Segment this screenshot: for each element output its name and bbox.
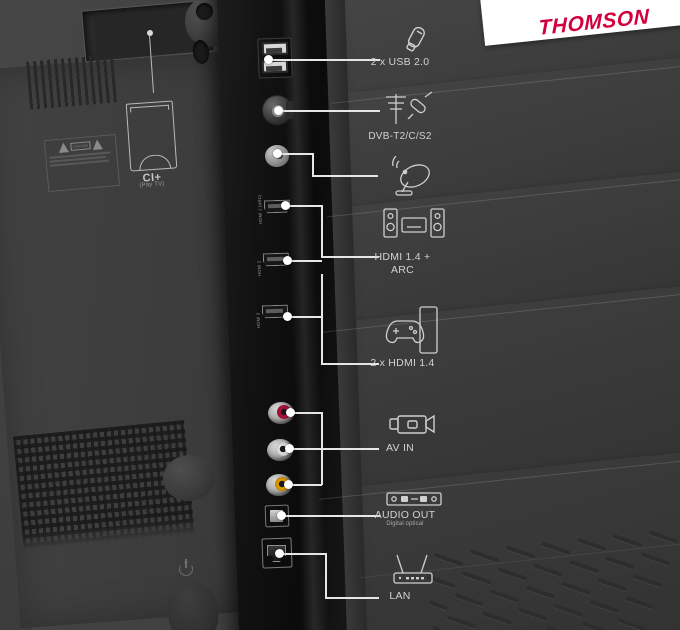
callout-dot-hdmi-1: [281, 201, 290, 210]
speakers-soundbar-icon: [382, 205, 446, 245]
hdmi-port-3-slot: [265, 308, 284, 314]
av-in-label: AV IN: [386, 442, 414, 454]
power-icon-bar: [185, 559, 187, 568]
callout-dot-antenna: [274, 106, 283, 115]
callout-dot-usb: [264, 55, 273, 64]
leader-lan-a: [281, 553, 326, 555]
hdmi-port-1-label: HDMI 1 (ARC): [256, 194, 263, 224]
ci-card-slot-icon: [125, 100, 178, 172]
leader-lan-c: [325, 597, 379, 599]
optical-connector-icon: [385, 490, 443, 508]
leader-satellite-c: [312, 175, 378, 177]
callout-dot-rca-right: [284, 480, 293, 489]
hdmi-pair-label: 2 x HDMI 1.4: [370, 357, 435, 369]
camcorder-icon: [388, 408, 440, 440]
callout-dot-rca-video: [286, 408, 295, 417]
callout-dot-rca-left: [285, 444, 294, 453]
leader-rca3: [290, 484, 322, 486]
leader-rca2: [291, 448, 322, 450]
leader-lan-b: [325, 553, 327, 598]
leader-satellite-b: [312, 153, 314, 175]
leader-hdmi2-a: [289, 260, 322, 262]
tv-antenna-icon: [382, 88, 442, 130]
leader-hdmi1-c: [321, 256, 379, 258]
audio-out-sublabel: Digital optical: [386, 521, 424, 527]
leader-rca-out: [321, 448, 379, 450]
antenna-label: DVB-T2/C/S2: [368, 131, 432, 142]
usb-port-1[interactable]: [261, 41, 289, 56]
leader-satellite-a: [279, 153, 313, 155]
audio-out-label: AUDIO OUT: [374, 509, 436, 521]
leader-hdmi3-a: [289, 316, 322, 318]
callout-dot-hdmi-3: [283, 312, 292, 321]
hdmi-port-2-slot: [266, 256, 285, 262]
warning-triangle-icon: [92, 139, 104, 150]
usb-flash-drive-icon: [398, 24, 432, 58]
leader-hdmipair-b: [321, 274, 323, 364]
callout-dot-hdmi-2: [283, 256, 292, 265]
callout-dot-ci: [147, 30, 153, 36]
leader-hdmipair-c: [321, 363, 379, 365]
leader-optical: [283, 515, 380, 517]
warning-sticker: CAUTION: [43, 133, 121, 193]
hdmi-port-3-label: HDMI 3: [255, 312, 261, 328]
leader-rca1: [292, 412, 322, 414]
warning-triangle-icon: [57, 142, 69, 154]
router-icon: [390, 553, 438, 589]
leader-antenna: [280, 110, 380, 112]
satellite-dish-icon: [383, 156, 441, 200]
vent-slots-icon: [26, 54, 118, 110]
screw-hole: [196, 3, 213, 20]
callout-dot-optical: [277, 511, 286, 520]
lan-label: LAN: [389, 590, 411, 602]
leader-hdmi1-b: [321, 205, 323, 257]
sticker-text-lines: [49, 151, 114, 167]
usb-label: 2 x USB 2.0: [370, 56, 430, 68]
callout-dot-satellite: [273, 149, 282, 158]
hdmi-port-2-label: HDMI 2: [256, 260, 262, 276]
caution-box: CAUTION: [69, 140, 92, 152]
hdmi-arc-label: HDMI 1.4 + ARC: [374, 251, 431, 277]
leader-hdmi1-a: [287, 205, 322, 207]
gamepad-console-icon: [382, 305, 446, 357]
leader-usb: [270, 59, 380, 61]
callout-dot-lan: [275, 549, 284, 558]
